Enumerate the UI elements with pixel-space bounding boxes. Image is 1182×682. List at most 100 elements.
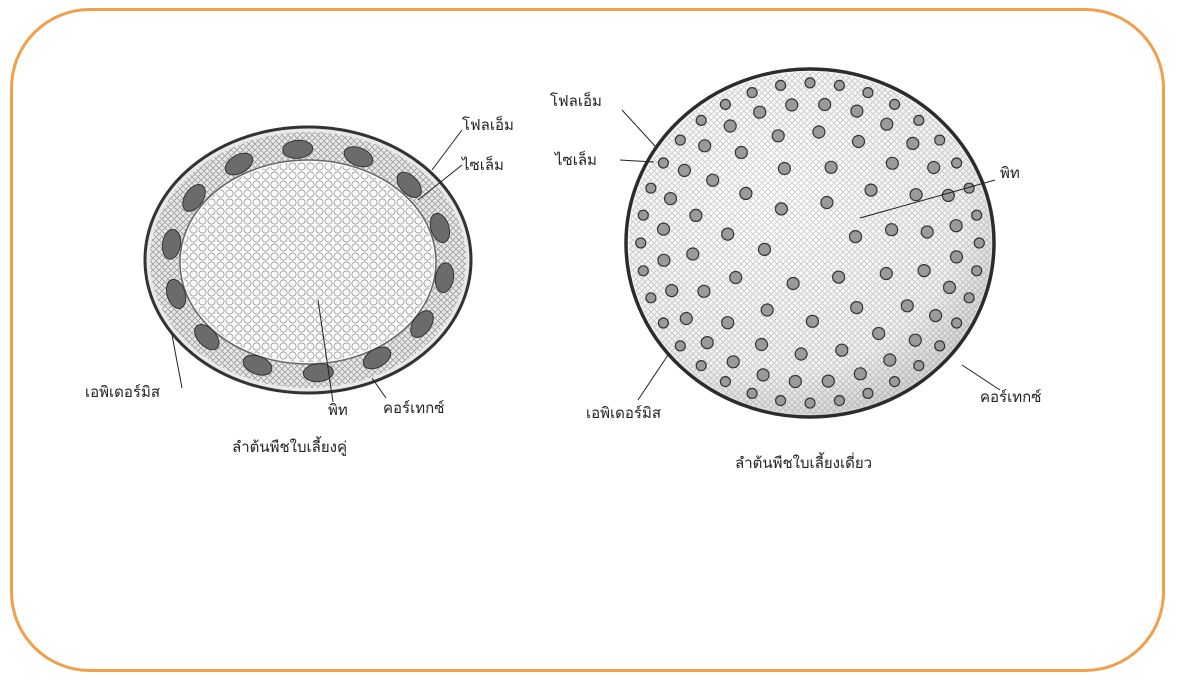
monocot-vascular-bundle	[658, 318, 668, 328]
monocot-vascular-bundle	[747, 88, 757, 98]
monocot-vascular-bundle	[914, 361, 924, 371]
monocot-vascular-bundle	[972, 266, 982, 276]
monocot-vascular-bundle	[972, 210, 982, 220]
dicot-label-pith: พิท	[328, 401, 348, 419]
monocot-vascular-bundle	[873, 328, 885, 340]
monocot-vascular-bundle	[863, 88, 873, 98]
monocot-vascular-bundle	[636, 238, 646, 248]
monocot-vascular-bundle	[918, 265, 930, 277]
monocot-vascular-bundle	[863, 388, 873, 398]
monocot-vascular-bundle	[699, 140, 711, 152]
monocot-vascular-bundle	[944, 281, 956, 293]
monocot-vascular-bundle	[890, 99, 900, 109]
monocot-vascular-bundle	[821, 197, 833, 209]
monocot-vascular-bundle	[951, 251, 963, 263]
monocot-vascular-bundle	[952, 158, 962, 168]
monocot-vascular-bundle	[678, 164, 690, 176]
monocot-vascular-bundle	[881, 118, 893, 130]
monocot-vascular-bundle	[942, 189, 954, 201]
monocot-vascular-bundle	[886, 224, 898, 236]
monocot-vascular-bundle	[638, 266, 648, 276]
monocot-vascular-bundle	[825, 161, 837, 173]
monocot-vascular-bundle	[833, 271, 845, 283]
monocot-label-pith: พิท	[1000, 164, 1020, 182]
monocot-vascular-bundle	[935, 135, 945, 145]
monocot-vascular-bundle	[851, 105, 863, 117]
monocot-vascular-bundle	[675, 341, 685, 351]
monocot-vascular-bundle	[696, 361, 706, 371]
monocot-vascular-bundle	[910, 189, 922, 201]
monocot-vascular-bundle	[964, 293, 974, 303]
monocot-vascular-bundle	[890, 377, 900, 387]
monocot-vascular-bundle	[884, 354, 896, 366]
dicot-stem-illustration	[145, 127, 471, 393]
monocot-vascular-bundle	[759, 243, 771, 255]
monocot-vascular-bundle	[675, 135, 685, 145]
monocot-vascular-bundle	[935, 341, 945, 351]
monocot-stem-illustration	[626, 69, 994, 417]
monocot-vascular-bundle	[722, 317, 734, 329]
monocot-vascular-bundle	[950, 220, 962, 232]
monocot-vascular-bundle	[772, 130, 784, 142]
monocot-label-phloem: โฟลเอ็ม	[550, 91, 602, 110]
monocot-vascular-bundle	[930, 310, 942, 322]
monocot-vascular-bundle	[805, 398, 815, 408]
monocot-vascular-bundle	[754, 106, 766, 118]
monocot-vascular-bundle	[720, 377, 730, 387]
monocot-vascular-bundle	[646, 293, 656, 303]
monocot-vascular-bundle	[787, 278, 799, 290]
monocot-ground-tissue	[629, 72, 991, 414]
monocot-vascular-bundle	[880, 268, 892, 280]
monocot-vascular-bundle	[646, 183, 656, 193]
monocot-vascular-bundle	[666, 285, 678, 297]
dicot-pith	[182, 162, 434, 362]
monocot-label-xylem: ไซเล็ม	[554, 150, 597, 169]
monocot-vascular-bundle	[776, 396, 786, 406]
monocot-caption: ลำต้นพืชใบเลี้ยงเดี่ยว	[735, 452, 872, 472]
monocot-vascular-bundle	[850, 231, 862, 243]
monocot-vascular-bundle	[836, 344, 848, 356]
monocot-vascular-bundle	[928, 162, 940, 174]
monocot-vascular-bundle	[690, 209, 702, 221]
dicot-label-xylem: ไซเล็ม	[461, 155, 504, 174]
monocot-vascular-bundle	[805, 78, 815, 88]
monocot-vascular-bundle	[865, 184, 877, 196]
monocot-vascular-bundle	[786, 99, 798, 111]
monocot-vascular-bundle	[761, 304, 773, 316]
monocot-vascular-bundle	[901, 300, 913, 312]
monocot-vascular-bundle	[680, 313, 692, 325]
monocot-vascular-bundle	[907, 137, 919, 149]
monocot-vascular-bundle	[658, 254, 670, 266]
monocot-vascular-bundle	[974, 238, 984, 248]
monocot-vascular-bundle	[701, 337, 713, 349]
monocot-vascular-bundle	[747, 388, 757, 398]
monocot-label-cortex: คอร์เทกซ์	[980, 388, 1041, 406]
monocot-vascular-bundle	[834, 396, 844, 406]
monocot-vascular-bundle	[834, 80, 844, 90]
monocot-vascular-bundle	[851, 302, 863, 314]
monocot-vascular-bundle	[696, 115, 706, 125]
monocot-vascular-bundle	[724, 120, 736, 132]
monocot-vascular-bundle	[819, 99, 831, 111]
monocot-vascular-bundle	[822, 375, 834, 387]
monocot-vascular-bundle	[952, 318, 962, 328]
monocot-vascular-bundle	[776, 80, 786, 90]
monocot-vascular-bundle	[698, 285, 710, 297]
monocot-label-epidermis: เอพิเดอร์มิส	[586, 404, 661, 422]
monocot-vascular-bundle	[665, 193, 677, 205]
monocot-vascular-bundle	[921, 226, 933, 238]
monocot-vascular-bundle	[658, 158, 668, 168]
monocot-vascular-bundle	[775, 203, 787, 215]
dicot-label-phloem: โฟลเอ็ม	[462, 115, 514, 134]
monocot-vascular-bundle	[757, 369, 769, 381]
monocot-vascular-bundle	[853, 136, 865, 148]
monocot-vascular-bundle	[806, 315, 818, 327]
monocot-vascular-bundle	[778, 163, 790, 175]
monocot-vascular-bundle	[707, 174, 719, 186]
monocot-vascular-bundle	[795, 348, 807, 360]
monocot-vascular-bundle	[886, 157, 898, 169]
monocot-vascular-bundle	[735, 147, 747, 159]
monocot-vascular-bundle	[720, 99, 730, 109]
dicot-label-epidermis: เอพิเดอร์มิส	[85, 383, 160, 401]
